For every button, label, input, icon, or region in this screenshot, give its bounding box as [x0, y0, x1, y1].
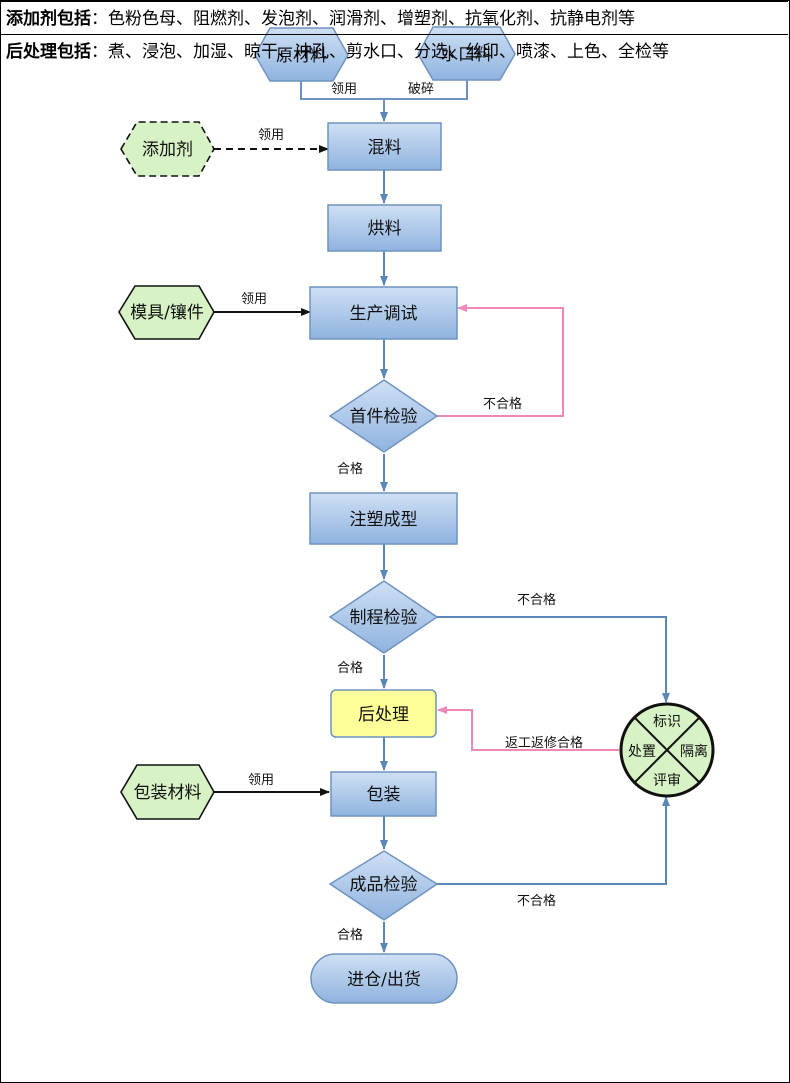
first-inspect-node: 首件检验 [328, 379, 439, 453]
disposition-bottom: 评审 [653, 773, 681, 789]
label-pass-final: 合格 [337, 927, 363, 943]
raw-material-node: 原材料 [254, 27, 349, 82]
label-crush: 破碎 [408, 82, 434, 97]
disposition-right: 隔离 [680, 743, 708, 760]
trial-label: 生产调试 [350, 304, 418, 324]
final-inspect-node: 成品检验 [328, 850, 439, 921]
additive-node: 添加剂 [120, 121, 215, 177]
warehouse-node: 进仓/出货 [310, 953, 458, 1004]
note-post-process: 后处理包括：煮、浸泡、加湿、晾干、冲孔、剪水口、分选、丝印、喷漆、上色、全检等 [0, 35, 788, 69]
label-rework-pass: 返工返修合格 [505, 735, 583, 751]
arrow-first-fail-loop [437, 304, 564, 417]
pack-material-node: 包装材料 [120, 764, 215, 820]
disposition-left: 处置 [628, 744, 656, 760]
label-fail-process: 不合格 [517, 592, 556, 608]
disposition-circle: 标识 处置 隔离 评审 [619, 702, 715, 798]
label-fail-first: 不合格 [483, 396, 522, 412]
sprue-node: 水口料 [417, 26, 516, 81]
additive-label: 添加剂 [142, 140, 193, 160]
mixing-node: 混料 [327, 122, 442, 171]
sprue-label: 水口料 [441, 45, 492, 65]
packing-node: 包装 [330, 771, 437, 817]
note-additives-sep: ： [91, 9, 108, 29]
disposition-top: 标识 [653, 714, 681, 730]
packing-label: 包装 [367, 785, 401, 805]
arrow-process-fail [437, 616, 670, 703]
drying-node: 烘料 [327, 204, 442, 252]
arrow-rework [437, 706, 619, 751]
post-process-label: 后处理 [358, 705, 409, 725]
mold-node: 模具/镶件 [118, 285, 215, 340]
process-inspect-label: 制程检验 [350, 608, 418, 628]
label-fail-final: 不合格 [517, 893, 556, 909]
mixing-label: 混料 [368, 138, 402, 158]
final-inspect-label: 成品检验 [350, 875, 418, 895]
label-receive-additive: 领用 [258, 128, 284, 143]
raw-material-label: 原材料 [276, 46, 327, 66]
mold-label: 模具/镶件 [130, 302, 204, 323]
arrow-raw-to-mix [300, 80, 468, 121]
arrow-final-fail [437, 796, 670, 885]
label-receive-mold: 领用 [241, 292, 267, 307]
warehouse-label: 进仓/出货 [347, 970, 421, 990]
edge-labels: 领用 破碎 领用 领用 不合格 合格 不合格 合格 返工返修合格 领用 不合格 … [241, 82, 583, 943]
label-pass-process: 合格 [337, 660, 363, 676]
process-inspect-node: 制程检验 [328, 580, 439, 654]
note-post-process-sep: ： [91, 42, 108, 62]
note-additives: 添加剂包括：色粉色母、阻燃剂、发泡剂、润滑剂、增塑剂、抗氧化剂、抗静电剂等 [0, 1, 788, 35]
pack-material-label: 包装材料 [134, 783, 202, 803]
note-post-process-label: 后处理包括 [6, 42, 91, 62]
label-pass-first: 合格 [337, 461, 363, 477]
note-post-process-text: 煮、浸泡、加湿、晾干、冲孔、剪水口、分选、丝印、喷漆、上色、全检等 [108, 42, 669, 62]
post-process-node: 后处理 [330, 689, 437, 738]
first-inspect-label: 首件检验 [350, 407, 418, 427]
molding-node: 注塑成型 [309, 492, 458, 545]
label-receive-pack: 领用 [248, 773, 274, 788]
note-additives-text: 色粉色母、阻燃剂、发泡剂、润滑剂、增塑剂、抗氧化剂、抗静电剂等 [108, 9, 635, 29]
trial-node: 生产调试 [309, 286, 458, 340]
drying-label: 烘料 [368, 219, 402, 239]
notes-section [0, 1014, 790, 1083]
molding-label: 注塑成型 [350, 510, 418, 530]
connectors [214, 80, 670, 953]
flowchart: 领用 破碎 领用 领用 不合格 合格 不合格 合格 返工返修合格 领用 不合格 … [118, 26, 715, 1004]
note-additives-label: 添加剂包括 [6, 9, 91, 29]
label-receive-raw: 领用 [331, 82, 357, 97]
